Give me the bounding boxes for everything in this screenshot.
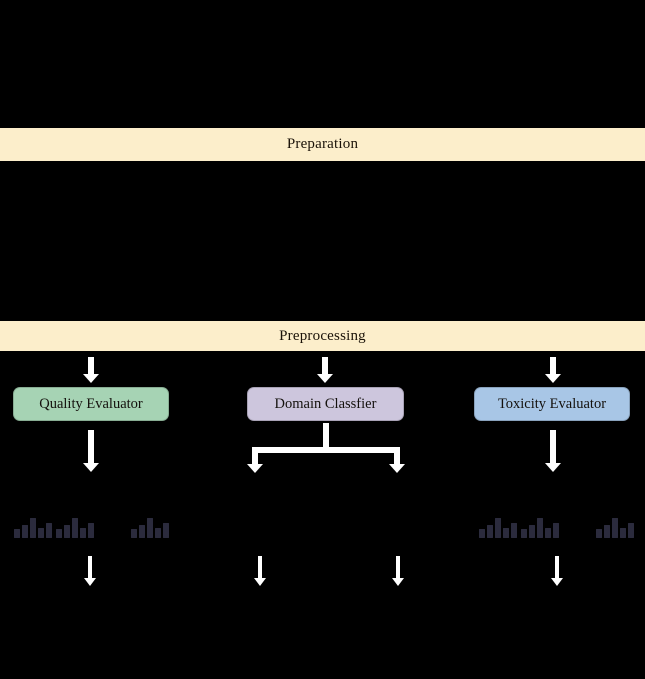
arrow-domain-output-right (392, 556, 404, 586)
arrow-quality-to-histograms (83, 430, 99, 472)
arrow-preprocessing-to-domain (317, 357, 333, 383)
arrow-preprocessing-to-quality (83, 357, 99, 383)
histogram-icon-quality-1 (14, 504, 52, 538)
arrow-toxicity-to-histograms (545, 430, 561, 472)
module-label-toxicity-evaluator: Toxicity Evaluator (497, 395, 607, 412)
arrow-preprocessing-to-toxicity (545, 357, 561, 383)
module-box-toxicity-evaluator[interactable]: Toxicity Evaluator (474, 387, 630, 421)
arrow-domain-output-left (254, 556, 266, 586)
arrow-quality-output (84, 556, 96, 586)
module-label-quality-evaluator: Quality Evaluator (39, 395, 143, 412)
histogram-icon-toxicity-3 (596, 504, 634, 538)
stage-bar-preprocessing: Preprocessing (0, 321, 645, 351)
histogram-icon-toxicity-1 (479, 504, 517, 538)
stage-label-preprocessing: Preprocessing (279, 327, 366, 344)
stage-label-preparation: Preparation (286, 136, 359, 152)
module-box-quality-evaluator[interactable]: Quality Evaluator (13, 387, 169, 421)
histogram-icon-quality-2 (56, 504, 94, 538)
fork-domain-classifier-split (247, 423, 405, 473)
arrow-toxicity-output (551, 556, 563, 586)
stage-bar-preparation: Preparation (0, 128, 645, 161)
histogram-icon-quality-3 (131, 504, 169, 538)
histogram-icon-toxicity-2 (521, 504, 559, 538)
module-box-domain-classifier[interactable]: Domain Classfier (247, 387, 404, 421)
module-label-domain-classifier: Domain Classfier (274, 395, 377, 412)
